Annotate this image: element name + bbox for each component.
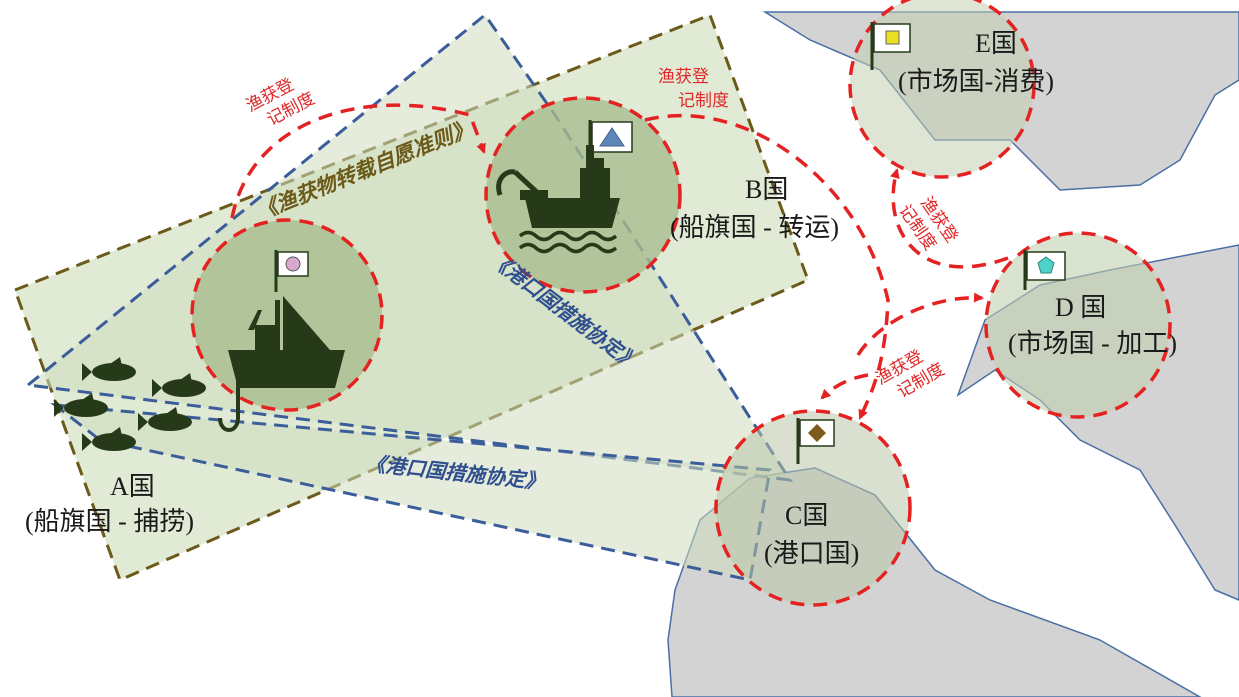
svg-text:C国: C国 xyxy=(785,501,828,530)
svg-text:E国: E国 xyxy=(975,29,1017,58)
flag-icon-c xyxy=(796,418,835,464)
flag-icon-d xyxy=(1023,250,1066,290)
country-label-e: E国 (市场国-消费) xyxy=(898,29,1054,96)
country-label-a: A国 (船旗国 - 捕捞) xyxy=(25,472,194,536)
crane-ship-icon xyxy=(520,145,620,228)
hook-icon xyxy=(218,370,240,432)
svg-text:渔获登: 渔获登 xyxy=(658,67,709,87)
country-label-b: B国 (船旗国 - 转运) xyxy=(670,175,839,242)
svg-text:(船旗国 - 捕捞): (船旗国 - 捕捞) xyxy=(25,507,194,536)
catch-doc-label-bc: 渔获登 记制度 xyxy=(658,67,729,111)
arrow-d-to-e xyxy=(890,168,1009,269)
svg-text:D 国: D 国 xyxy=(1055,293,1106,322)
svg-text:(船旗国 - 转运): (船旗国 - 转运) xyxy=(670,213,839,242)
arrow-b-to-c xyxy=(644,113,890,420)
fish-icon xyxy=(54,393,108,417)
svg-text:(港口国): (港口国) xyxy=(764,539,859,568)
svg-text:A国: A国 xyxy=(110,472,155,501)
catch-doc-label-cd: 渔获登 记制度 xyxy=(873,347,949,403)
fishing-boat-icon xyxy=(228,296,345,388)
arrow-c-to-d xyxy=(856,292,984,356)
fish-school xyxy=(54,357,206,451)
arrow-a-to-b xyxy=(230,103,486,219)
crane-arm xyxy=(496,169,542,197)
circle-c xyxy=(714,409,912,607)
flag-icon-a xyxy=(274,250,309,292)
country-label-d: D 国 (市场国 - 加工) xyxy=(1008,293,1177,358)
arrow-d-to-c xyxy=(820,373,869,400)
fish-icon xyxy=(82,427,136,451)
flag-icon-e xyxy=(870,22,911,70)
svg-text:B国: B国 xyxy=(745,175,788,204)
catch-doc-label-ab: 渔获登 记制度 xyxy=(243,75,318,130)
fish-icon xyxy=(82,357,136,381)
flow-arrows xyxy=(230,103,1009,420)
flag-icon-b xyxy=(588,120,633,168)
waves-icon xyxy=(518,230,618,254)
fish-icon xyxy=(152,373,206,397)
svg-text:记制度: 记制度 xyxy=(678,91,729,111)
svg-text:(市场国 - 加工): (市场国 - 加工) xyxy=(1008,329,1177,358)
circle-d xyxy=(984,231,1172,419)
fish-icon xyxy=(138,407,192,431)
svg-text:(市场国-消费): (市场国-消费) xyxy=(898,67,1054,96)
catch-doc-label-de: 渔获登 记制度 xyxy=(894,193,961,254)
zone-psma-lower xyxy=(50,403,772,582)
country-label-c: C国 (港口国) xyxy=(764,501,859,568)
